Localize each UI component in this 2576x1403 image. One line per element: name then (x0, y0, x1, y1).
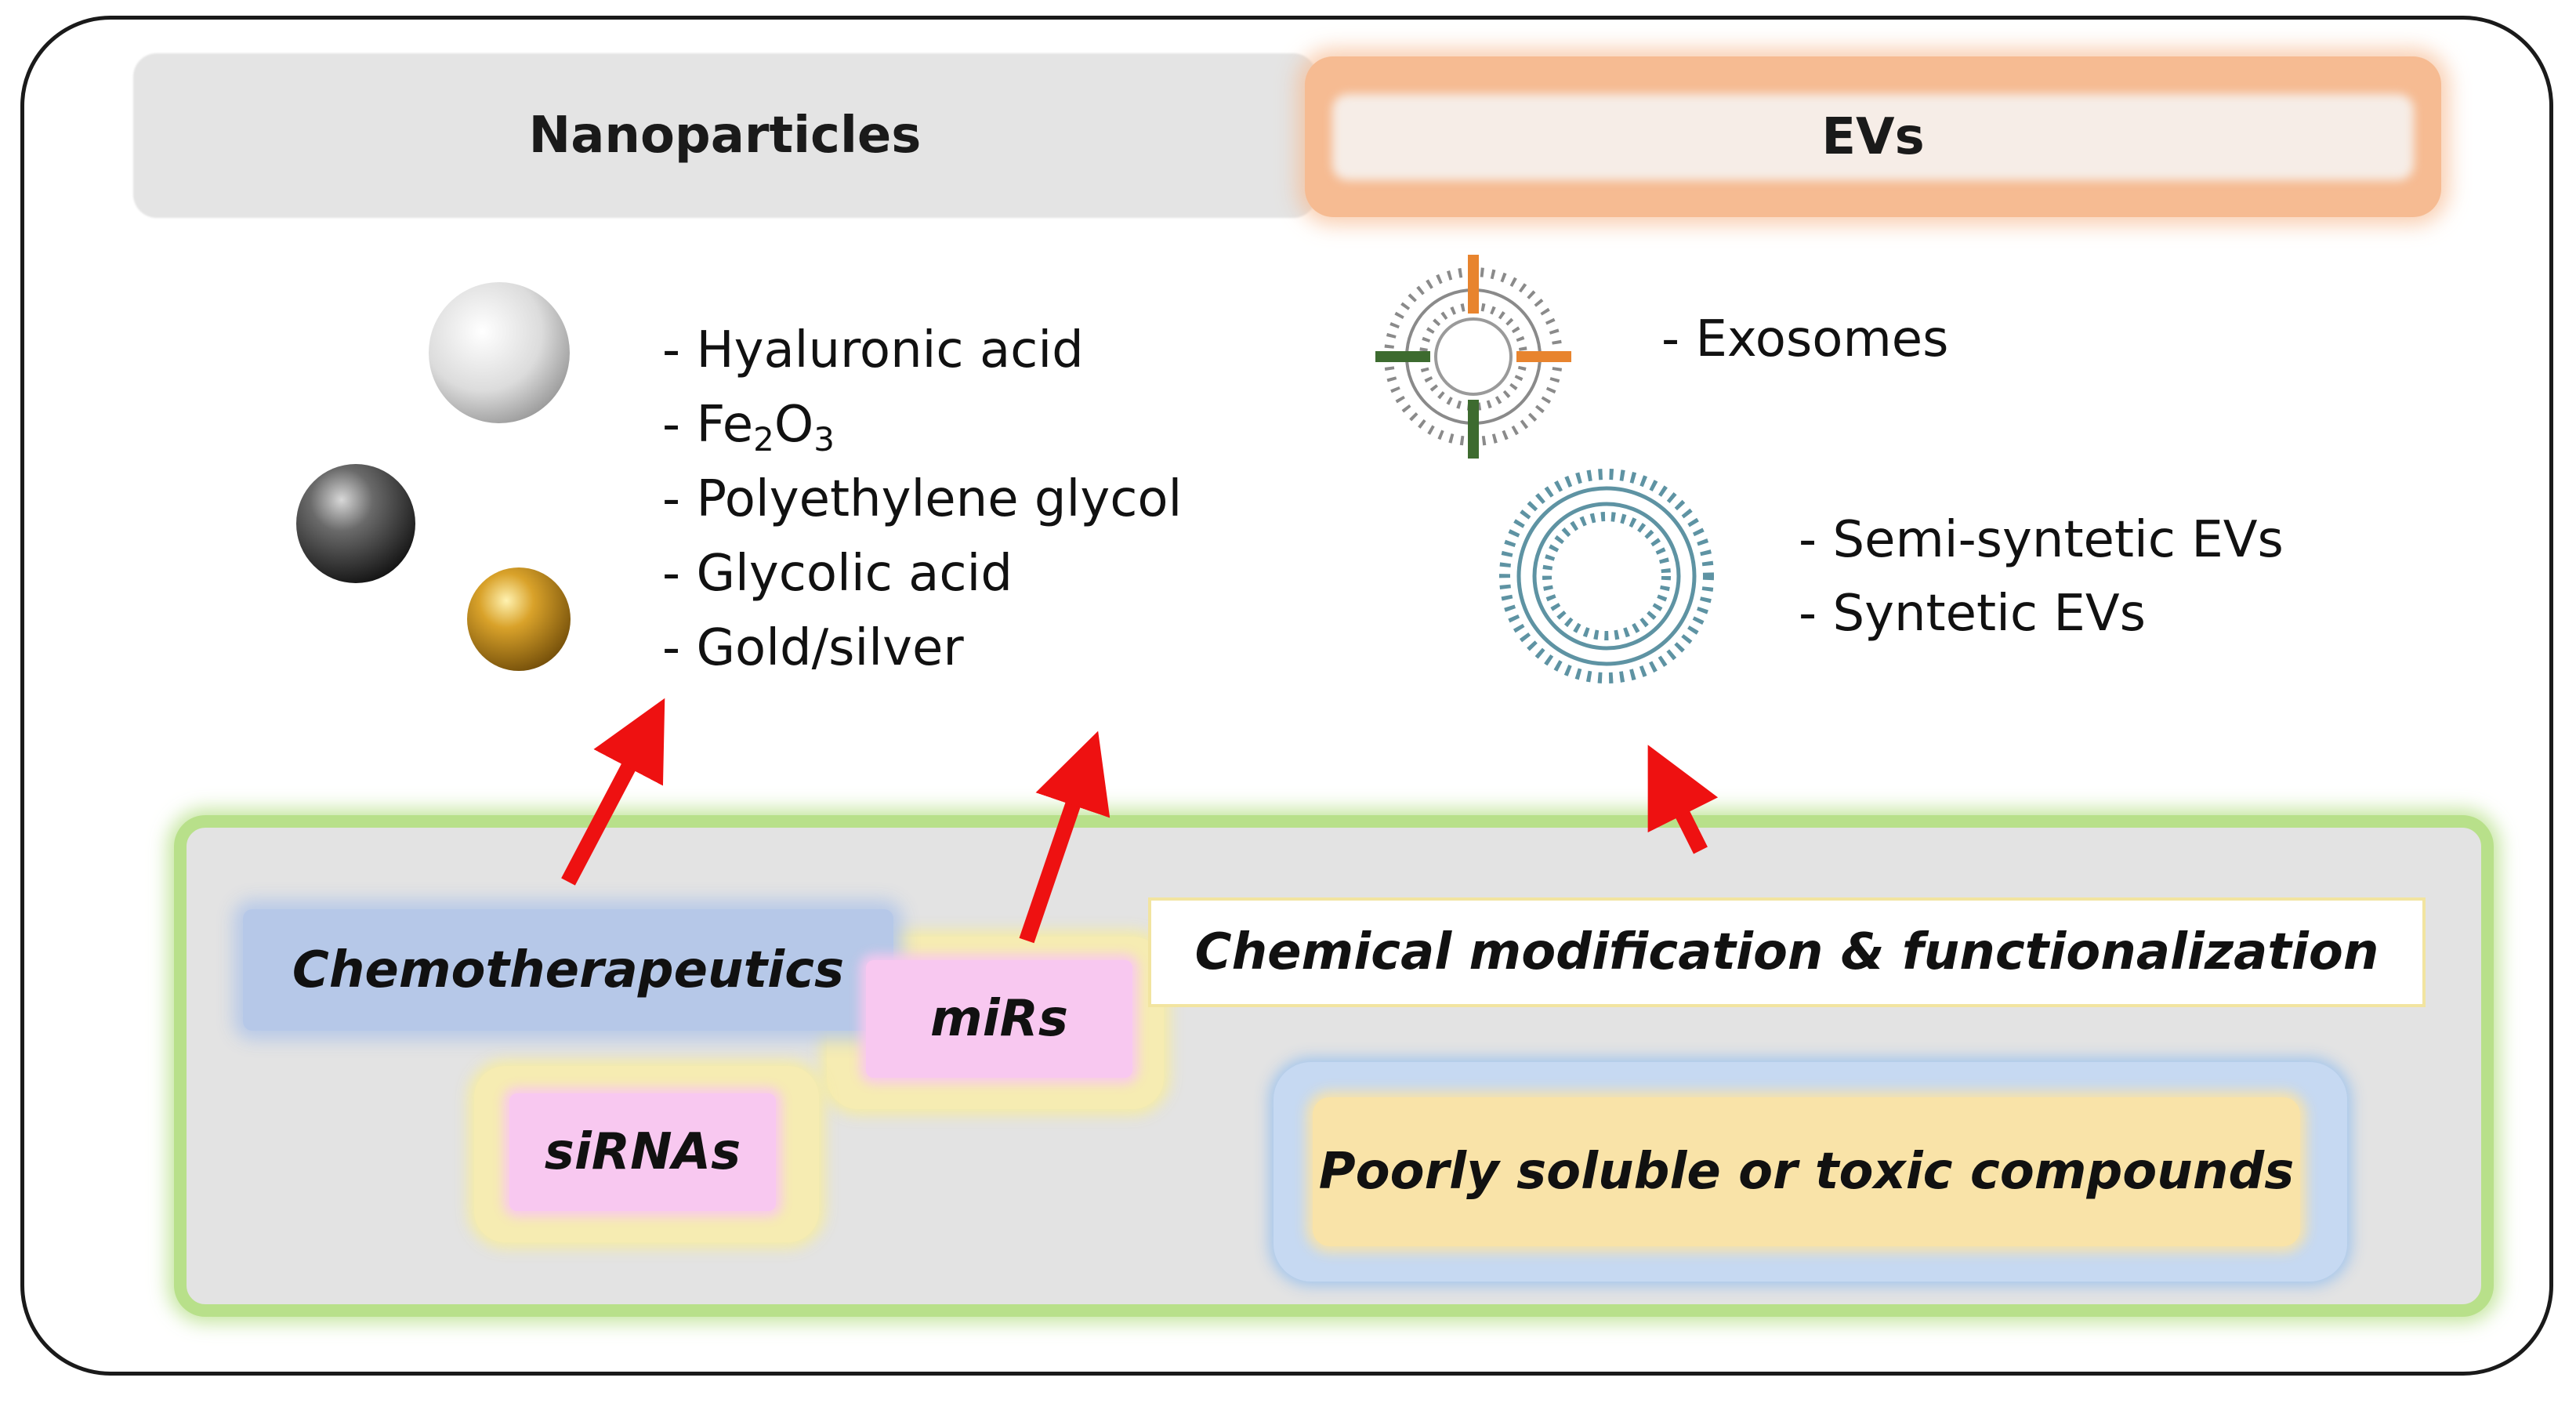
synthetic-vesicle-icon (1499, 469, 1714, 683)
list-item: - Hyaluronic acid (662, 321, 1084, 379)
evs-header-inner (1332, 94, 2414, 180)
black-nanoparticle-sphere (296, 464, 415, 583)
arrow-mirs-to-nanoparticles (1019, 731, 1110, 944)
exosomes-label: - Exosomes (1661, 310, 1949, 368)
list-item: - Glycolic acid (662, 545, 1013, 603)
exosome-icon (1375, 255, 1571, 459)
list-item: - Polyethylene glycol (662, 470, 1183, 528)
nanoparticles-header-box (133, 53, 1317, 218)
exosome-marker (1468, 400, 1479, 459)
sirnas-label: siRNAs (509, 1093, 776, 1211)
synthetic-evs-label: - Syntetic EVs (1799, 585, 2146, 643)
white-nanoparticle-sphere (429, 282, 570, 423)
semi-synthetic-evs-label: - Semi-syntetic EVs (1799, 511, 2284, 569)
list-item-fe2o3: - Fe2O3 (662, 396, 835, 459)
mirs-label: miRs (866, 960, 1132, 1078)
poorly-soluble-label: Poorly soluble or toxic compounds (1313, 1097, 2300, 1246)
exosome-marker (1468, 255, 1479, 314)
gold-nanoparticle-sphere (467, 567, 571, 671)
exosome-marker (1516, 351, 1571, 362)
exosome-marker (1375, 351, 1430, 362)
arrow-modification-to-evs (1647, 745, 1719, 854)
evs-header: EVs (1821, 107, 1925, 166)
nanoparticle-list: - Hyaluronic acid - Fe2O3 - Polyethylene… (662, 314, 1182, 686)
nanoparticles-header: Nanoparticles (528, 107, 922, 165)
chemical-modification-label: Chemical modification & functionalizatio… (1148, 897, 2426, 1007)
list-item: - Gold/silver (662, 619, 964, 677)
outer-frame (20, 16, 2553, 1376)
arrow-chemotherapeutics-to-nanoparticles (561, 698, 665, 886)
chemotherapeutics-label: Chemotherapeutics (243, 909, 893, 1031)
